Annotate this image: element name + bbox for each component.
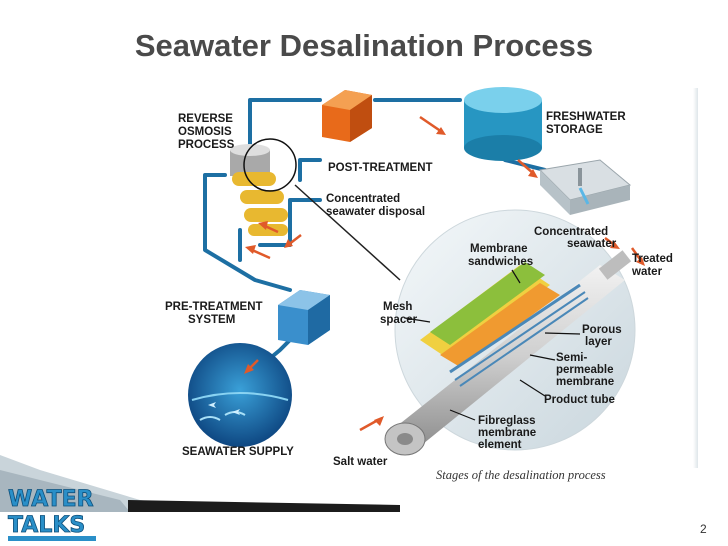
right-panel — [693, 88, 698, 468]
label-pre-treatment: PRE-TREATMENT SYSTEM — [165, 301, 266, 326]
leader-lines — [404, 269, 581, 421]
label-treated-water: Treated water — [631, 253, 676, 278]
label-mesh-spacer: Mesh spacer — [380, 301, 418, 326]
post-treatment-box — [322, 90, 372, 142]
disposal-line — [294, 184, 401, 281]
label-porous-layer: Porous layer — [582, 324, 625, 348]
label-product-tube: Product tube — [544, 394, 615, 406]
pre-treatment-box — [278, 290, 330, 345]
seawater-globe — [188, 343, 292, 447]
page-number: 2 — [700, 522, 707, 536]
label-freshwater-storage: FRESHWATER STORAGE — [546, 111, 629, 136]
membrane-detail — [384, 209, 636, 456]
svg-text:TALKS: TALKS — [8, 513, 85, 538]
slide-title: Seawater Desalination Process — [134, 28, 594, 63]
svg-text:WATER: WATER — [8, 487, 94, 512]
label-concentrated-disposal: Concentrated seawater disposal — [326, 193, 425, 218]
label-seawater-supply: SEAWATER SUPPLY — [182, 446, 294, 458]
freshwater-tank — [464, 87, 542, 161]
decorative-stripes — [0, 455, 400, 512]
flow-arrows — [244, 115, 645, 432]
water-talks-logo: WATER TALKS — [8, 487, 96, 541]
label-membrane-sandwiches: Membrane sandwiches — [468, 243, 533, 268]
label-reverse-osmosis: REVERSE OSMOSIS PROCESS — [178, 113, 236, 151]
label-semi-permeable: Semi- permeable membrane — [556, 352, 617, 388]
label-post-treatment: POST-TREATMENT — [328, 162, 433, 174]
reverse-osmosis-unit — [230, 138, 297, 236]
label-fibreglass: Fibreglass membrane element — [478, 415, 539, 451]
label-salt-water: Salt water — [333, 456, 388, 468]
sink-icon — [538, 159, 632, 215]
label-concentrated-seawater: Concentrated seawater — [534, 226, 617, 250]
diagram-caption: Stages of the desalination process — [436, 468, 606, 482]
